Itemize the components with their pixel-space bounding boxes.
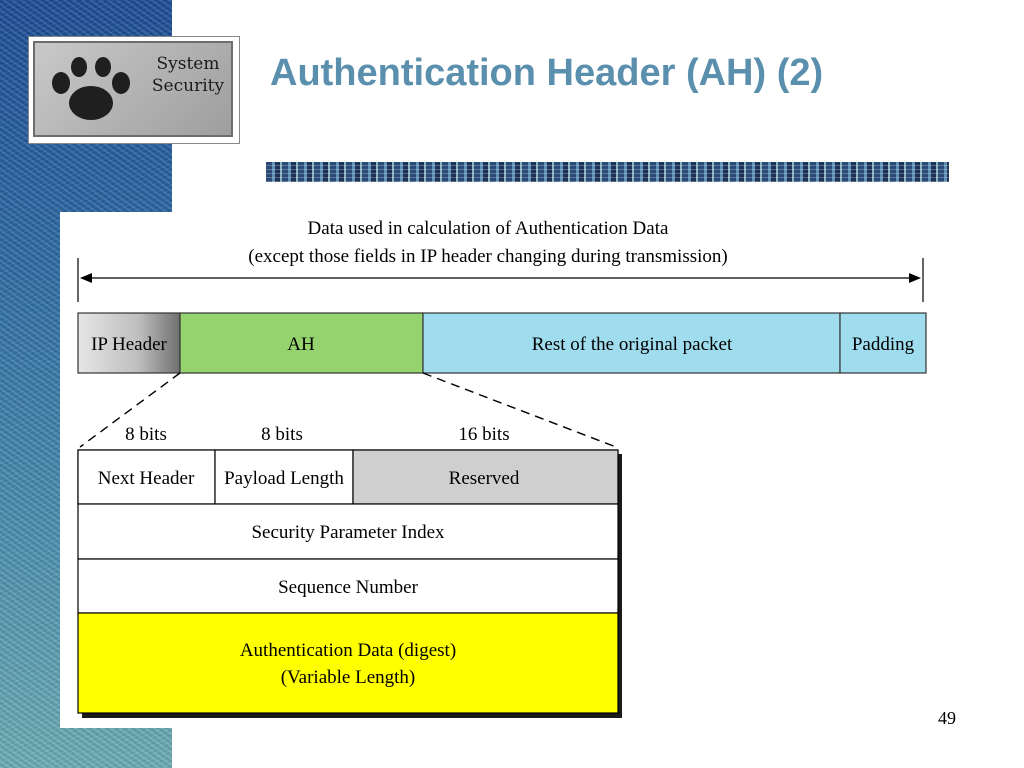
ah-label: AH (287, 334, 315, 355)
slide-title: Authentication Header (AH) (2) (270, 52, 824, 94)
expand-line-left (79, 372, 181, 448)
auth-data-label-line2: (Variable Length) (281, 667, 416, 688)
spi-label: Security Parameter Index (251, 522, 445, 543)
padding-cell (839, 312, 927, 374)
ah-cell (179, 312, 424, 374)
sequence-number-label: Sequence Number (278, 577, 418, 598)
logo-frame: System Security (28, 36, 240, 144)
next-header-label: Next Header (98, 468, 195, 489)
system-security-logo: System Security (33, 41, 233, 137)
ah-diagram-svg: Data used in calculation of Authenticati… (77, 218, 927, 718)
reserved-cell (352, 449, 619, 505)
ip-header-cell (77, 312, 181, 374)
next-header-bits: 8 bits (125, 424, 167, 445)
paw-print-icon (52, 57, 130, 120)
payload-length-label: Payload Length (224, 468, 344, 489)
decorative-title-bar (266, 162, 949, 182)
logo-text-line2: Security (151, 76, 225, 96)
padding-label: Padding (852, 334, 915, 355)
calc-span-arrow (77, 258, 924, 302)
reserved-bits: 16 bits (458, 424, 509, 445)
auth-data-label-line1: Authentication Data (digest) (240, 640, 456, 661)
expand-line-right (422, 372, 617, 448)
logo-text: System Security (145, 53, 231, 97)
auth-data-cell (77, 612, 619, 714)
spi-cell (77, 503, 619, 560)
next-header-cell (77, 449, 216, 505)
logo-text-line1: System (156, 54, 220, 74)
page-number: 49 (938, 708, 956, 728)
calc-label-line1: Data used in calculation of Authenticati… (308, 218, 669, 239)
rest-of-packet-label: Rest of the original packet (532, 334, 733, 355)
sequence-number-cell (77, 558, 619, 614)
calc-label-line2: (except those fields in IP header changi… (248, 246, 727, 267)
rest-of-packet-cell (422, 312, 841, 374)
ah-structure-table: Next Header Payload Length Reserved Secu… (77, 449, 622, 718)
reserved-label: Reserved (449, 468, 520, 489)
payload-length-bits: 8 bits (261, 424, 303, 445)
ip-header-label: IP Header (91, 334, 167, 355)
ah-diagram: Data used in calculation of Authenticati… (60, 212, 940, 728)
packet-row: IP Header AH Rest of the original packet… (77, 312, 927, 374)
